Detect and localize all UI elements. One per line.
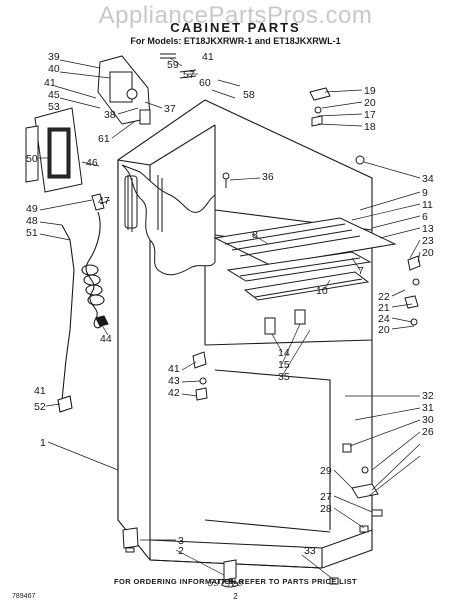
callout-label: 61 (98, 133, 110, 145)
callout-label: 57 (183, 69, 195, 81)
callout-label: 18 (364, 121, 376, 133)
page-number: 2 (233, 592, 238, 601)
hinge-parts (309, 87, 421, 533)
callout-label: 36 (262, 171, 274, 183)
ordering-note: FOR ORDERING INFORMATION REFER TO PARTS … (114, 577, 357, 586)
callout-labels: 39 40 41 45 53 38 37 59 41 57 60 58 61 5… (26, 51, 434, 557)
callout-label: 59 (167, 59, 179, 71)
callout-label: 60 (199, 77, 211, 89)
model-numbers: For Models: ET18JKXRWR-1 and ET18JKXRWL-… (130, 36, 341, 46)
callout-label: 11 (422, 199, 433, 211)
cutaway-edge (121, 164, 216, 276)
callout-label: 2 (178, 545, 184, 557)
callout-label: 34 (422, 173, 434, 185)
power-cord (57, 211, 109, 413)
lamp-housing (25, 107, 105, 211)
callout-label: 20 (422, 247, 434, 259)
leveling-legs (122, 527, 339, 588)
leader-lines (39, 57, 421, 581)
document-code: 789467 (12, 593, 36, 600)
callout-label: 20 (378, 324, 390, 336)
callout-label: 42 (168, 387, 180, 399)
callout-label: 19 (364, 85, 376, 97)
callout-label: 10 (316, 285, 328, 297)
callout-label: 45 (48, 89, 60, 101)
callout-label: 50 (26, 153, 38, 165)
callout-label: 41 (168, 363, 180, 375)
callout-label: 21 (378, 302, 390, 314)
callout-label: 28 (320, 503, 332, 515)
callout-label: 47 (98, 195, 110, 207)
callout-label: 15 (278, 359, 290, 371)
callout-label: 3 (178, 535, 184, 547)
callout-label: 39 (48, 51, 60, 63)
callout-label: 14 (278, 347, 290, 359)
callout-label: 17 (364, 109, 376, 121)
callout-label: 22 (378, 291, 390, 303)
callout-label: 24 (378, 313, 390, 325)
fastener-cluster (192, 172, 230, 401)
callout-label: 32 (422, 390, 434, 402)
callout-label: 41 (202, 51, 214, 63)
callout-label: 52 (34, 401, 46, 413)
callout-label: 41 (44, 77, 56, 89)
callout-label: 38 (104, 109, 116, 121)
callout-label: 35 (278, 371, 290, 383)
callout-label: 49 (26, 203, 38, 215)
callout-label: 33 (304, 545, 316, 557)
callout-label: 51 (26, 227, 38, 239)
callout-label: 48 (26, 215, 38, 227)
callout-label: 27 (320, 491, 332, 503)
callout-label: 41 (34, 385, 46, 397)
callout-label: 7 (358, 265, 364, 277)
callout-label: 6 (422, 211, 428, 223)
callout-label: 13 (422, 223, 434, 235)
callout-label: 46 (86, 157, 98, 169)
callout-label: 1 (40, 437, 46, 449)
callout-label: 26 (422, 426, 434, 438)
callout-label: 20 (364, 97, 376, 109)
cabinet-shell (117, 99, 373, 569)
callout-label: 43 (168, 375, 180, 387)
shelf-rail-assembly (213, 217, 397, 335)
diagram-title: CABINET PARTS (170, 20, 301, 35)
callout-label: 30 (422, 414, 434, 426)
callout-label: 9 (422, 187, 428, 199)
handwritten-note: 597-A-9 (208, 579, 244, 589)
callout-label: 44 (100, 333, 112, 345)
control-housing (97, 53, 197, 125)
evaporator-tubing (124, 175, 163, 232)
callout-label: 29 (320, 465, 332, 477)
callout-label: 37 (164, 103, 176, 115)
callout-label: 8 (252, 229, 258, 241)
callout-label: 31 (422, 402, 434, 414)
callout-label: 58 (243, 89, 255, 101)
callout-label: 40 (48, 63, 60, 75)
watermark: AppliancePartsPros.com (98, 2, 373, 29)
callout-label: 53 (48, 101, 60, 113)
callout-label: 23 (422, 235, 434, 247)
